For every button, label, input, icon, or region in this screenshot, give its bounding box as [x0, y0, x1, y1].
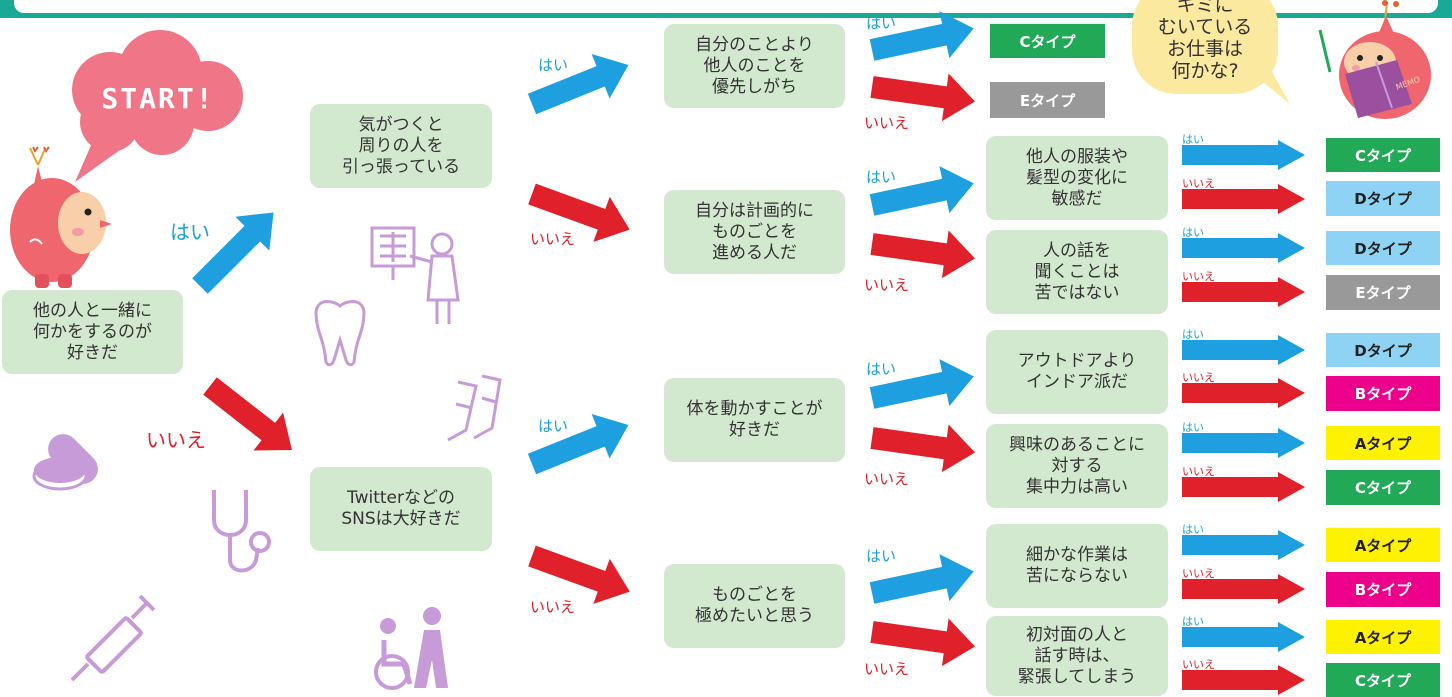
no-label: いいえ — [864, 276, 910, 294]
result-type-box: Eタイプ — [1326, 275, 1440, 310]
no-arrow — [868, 220, 979, 283]
result-type-box: Cタイプ — [990, 24, 1105, 58]
no-label: いいえ — [1182, 177, 1215, 190]
question-node: 気がつくと 周りの人を 引っ張っている — [310, 104, 492, 188]
yes-arrow — [183, 195, 291, 303]
no-label: いいえ — [864, 114, 910, 132]
stethoscope-icon — [212, 490, 271, 573]
question-node: Twitterなどの SNSは大好きだ — [310, 467, 492, 551]
result-type-box: Cタイプ — [1326, 470, 1440, 505]
no-label: いいえ — [146, 428, 206, 452]
yes-label: はい — [866, 168, 897, 186]
no-label: いいえ — [1182, 567, 1215, 580]
result-type-box: Aタイプ — [1326, 620, 1440, 654]
result-type-box: Cタイプ — [1326, 138, 1440, 172]
character-icon — [10, 146, 112, 288]
start-bubble — [72, 30, 243, 182]
yes-label: はい — [866, 14, 897, 32]
yes-label: はい — [170, 220, 210, 244]
question-node: 自分は計画的に ものごとを 進める人だ — [664, 190, 845, 274]
syringe-icon — [70, 594, 156, 682]
no-label: いいえ — [864, 660, 910, 678]
header-bar — [0, 0, 1452, 18]
memo-reading-character-icon: MEMO — [1318, 0, 1431, 119]
pills-icon — [32, 434, 98, 491]
question-node: 細かな作業は 苦にならない — [986, 524, 1168, 608]
no-label: いいえ — [530, 230, 576, 248]
yes-label: はい — [866, 547, 897, 565]
result-type-box: Cタイプ — [1326, 663, 1440, 697]
no-label: いいえ — [1182, 270, 1215, 283]
question-bubble — [1132, 0, 1290, 104]
yes-label: はい — [1182, 523, 1204, 536]
yes-label: はい — [1182, 328, 1204, 341]
result-type-box: Bタイプ — [1326, 572, 1440, 607]
wheelchair-icon — [374, 607, 448, 690]
question-node: 興味のあることに 対する 集中力は高い — [986, 424, 1168, 508]
yes-label: はい — [1182, 133, 1204, 146]
no-arrow — [868, 414, 979, 477]
start-label: START! — [101, 82, 215, 115]
result-type-box: Aタイプ — [1326, 426, 1440, 460]
question-node: 他人の服装や 髪型の変化に 敏感だ — [986, 136, 1168, 220]
no-label: いいえ — [530, 598, 576, 616]
question-node: アウトドアより インドア派だ — [986, 330, 1168, 414]
result-type-box: Dタイプ — [1326, 333, 1440, 367]
yes-label: はい — [1182, 615, 1204, 628]
no-arrow — [195, 367, 307, 469]
x-ray-doctor-icon — [370, 226, 460, 324]
bubble-text: キミに むいている お仕事は 何かな? — [1157, 0, 1253, 82]
question-node: 初対面の人と 話す時は、 緊張してしまう — [986, 616, 1168, 696]
result-type-box: Dタイプ — [1326, 231, 1440, 265]
no-label: いいえ — [864, 470, 910, 488]
yes-label: はい — [1182, 226, 1204, 239]
result-type-box: Eタイプ — [990, 82, 1105, 118]
question-node: 体を動かすことが 好きだ — [664, 378, 845, 462]
result-type-box: Bタイプ — [1326, 376, 1440, 411]
no-label: いいえ — [1182, 465, 1215, 478]
yes-label: はい — [1182, 421, 1204, 434]
question-node: ものごとを 極めたいと思う — [664, 564, 845, 648]
yes-label: はい — [538, 417, 569, 435]
result-type-box: Aタイプ — [1326, 528, 1440, 562]
no-label: いいえ — [1182, 658, 1215, 671]
yes-label: はい — [866, 360, 897, 378]
question-node: 人の話を 聞くことは 苦ではない — [986, 230, 1168, 314]
question-node: 自分のことより 他人のことを 優先しがち — [664, 24, 845, 108]
no-label: いいえ — [1182, 371, 1215, 384]
crutches-icon — [447, 374, 502, 442]
yes-label: はい — [538, 56, 569, 74]
result-type-box: Dタイプ — [1326, 181, 1440, 216]
question-node: 他の人と一緒に 何かをするのが 好きだ — [2, 290, 183, 374]
tooth-icon — [314, 300, 366, 367]
